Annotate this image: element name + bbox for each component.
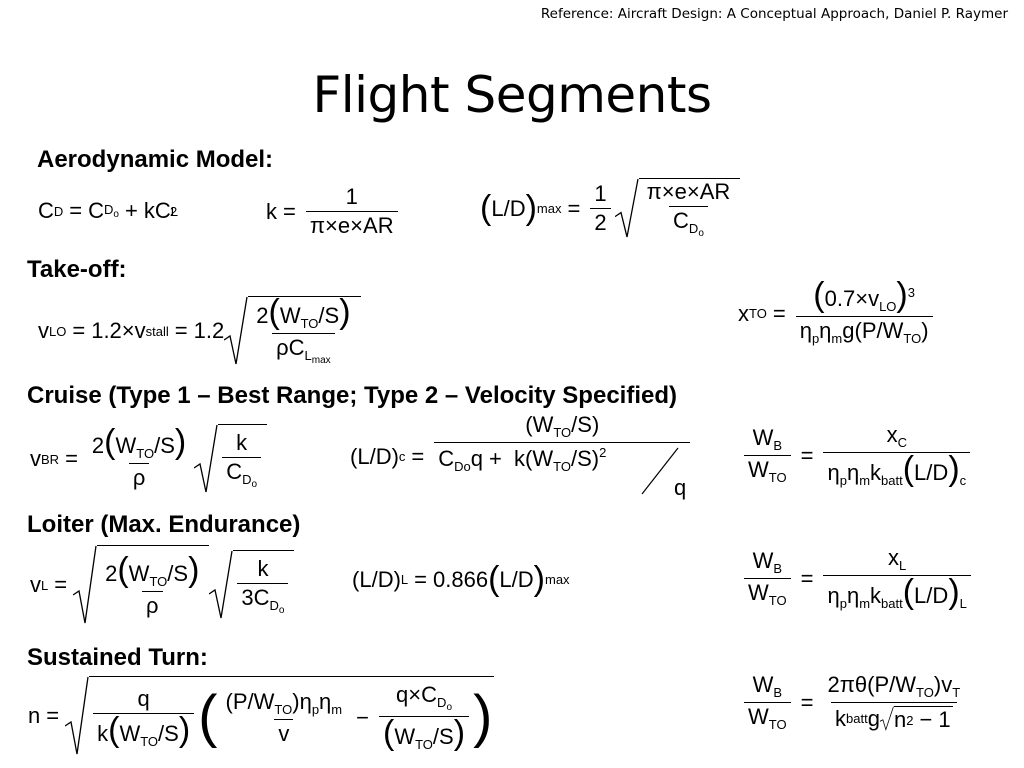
radical-sign — [73, 545, 97, 624]
heading-loiter: Loiter (Max. Endurance) — [27, 511, 301, 538]
radical-sign — [224, 296, 248, 365]
radical-sign — [209, 550, 234, 619]
equation-cruise-battery-weight: WB WTO = xC ηpηmkbatt(L/D)c — [740, 424, 974, 487]
radical-sign — [614, 178, 639, 238]
radical-sign — [879, 706, 894, 731]
equation-loiter-lift-to-drag: (L/D)L = 0.866(L/D)max — [352, 560, 570, 598]
slide-title: Flight Segments — [312, 66, 712, 124]
reference-citation: Reference: Aircraft Design: A Conceptual… — [540, 6, 1008, 22]
radical-sign — [65, 676, 89, 755]
diagonal-fraction-bar — [641, 447, 679, 495]
heading-aerodynamic-model: Aerodynamic Model: — [37, 146, 274, 173]
heading-takeoff: Take-off: — [27, 256, 127, 283]
equation-load-factor: n = q k(WTO/S) ( (P/WTO)ηpηm v − q×CDo (… — [28, 676, 495, 756]
radical-sign — [194, 424, 218, 493]
equation-cruise-lift-to-drag: (L/D)c = (WTO/S) CDoq+ k(WTO/S)2 q — [350, 414, 694, 499]
heading-sustained-turn: Sustained Turn: — [27, 644, 208, 671]
equation-loiter-battery-weight: WB WTO = xL ηpηmkbatt(L/D)L — [740, 547, 975, 610]
equation-k-factor: k= 1 π×e×AR — [266, 186, 402, 237]
heading-cruise: Cruise (Type 1 – Best Range; Type 2 – Ve… — [27, 382, 677, 409]
